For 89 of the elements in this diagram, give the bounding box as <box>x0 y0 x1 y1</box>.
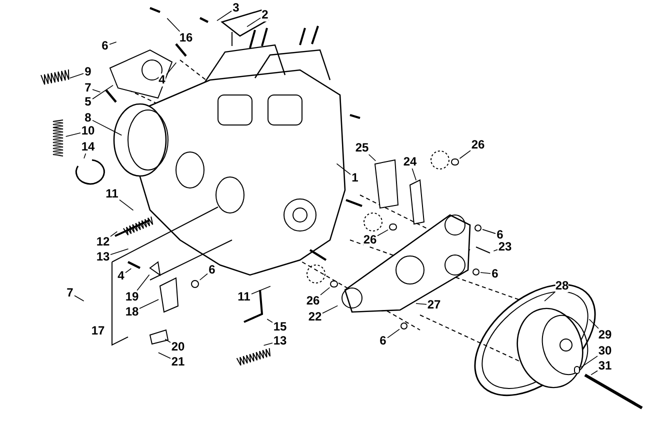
leader-line <box>377 229 388 236</box>
callout-number: 26 <box>363 234 377 246</box>
leader-line <box>164 338 171 343</box>
leader-line <box>580 356 598 368</box>
leader-line <box>480 272 491 274</box>
callout-number: 4 <box>158 74 166 86</box>
callout-number: 20 <box>171 340 185 354</box>
washer <box>574 366 580 374</box>
callout-number: 26 <box>306 294 320 308</box>
callout-number: 14 <box>81 140 95 154</box>
leader-line <box>139 299 159 309</box>
callout-number: 17 <box>91 324 105 338</box>
leader-line <box>136 274 150 291</box>
callout-number: 8 <box>84 112 92 124</box>
callout-number: 27 <box>427 298 441 312</box>
washer <box>389 224 397 230</box>
callout-number: 6 <box>380 334 386 348</box>
callout-number: 3 <box>232 2 240 14</box>
callout-number: 6 <box>102 40 108 52</box>
washer <box>330 280 338 288</box>
leader-line <box>320 287 330 296</box>
leader-line <box>251 286 271 294</box>
callout-number: 9 <box>84 66 92 78</box>
callout-number: 21 <box>171 356 185 368</box>
callout-number: 28 <box>555 280 569 292</box>
washer <box>400 322 408 330</box>
callout-number: 23 <box>498 240 512 254</box>
leader-line <box>110 231 118 237</box>
callout-number: 16 <box>179 32 193 44</box>
leader-line <box>74 295 84 302</box>
leader-line <box>92 89 101 92</box>
callout-number: 29 <box>598 328 612 342</box>
callout-number: 6 <box>496 228 504 242</box>
leader-line <box>368 154 376 162</box>
leader-line <box>92 120 122 136</box>
callout-number: 22 <box>308 310 322 324</box>
washer <box>472 268 480 276</box>
leader-line <box>459 150 471 159</box>
leader-line <box>482 229 496 234</box>
leader-line <box>266 318 273 323</box>
washer <box>474 224 482 232</box>
leader-line <box>416 303 427 305</box>
callout-number: 7 <box>84 82 92 94</box>
callout-number: 18 <box>125 306 139 318</box>
callout-number: 25 <box>355 142 369 154</box>
callout-number: 13 <box>273 334 287 348</box>
leader-line <box>109 42 117 45</box>
callout-number: 31 <box>598 360 612 372</box>
leader-line <box>84 153 86 159</box>
leader-line <box>336 163 351 175</box>
callout-number: 24 <box>403 156 417 168</box>
leader-line <box>322 305 338 314</box>
callout-number: 6 <box>492 268 498 280</box>
callout-number: 7 <box>66 286 74 300</box>
leader-line <box>263 342 273 346</box>
leader-line <box>590 370 598 376</box>
leader-line <box>110 248 129 255</box>
callout-number: 26 <box>471 138 485 152</box>
callout-number: 15 <box>273 320 287 334</box>
callout-number: 11 <box>238 290 250 304</box>
callout-number: 30 <box>598 344 612 358</box>
callout-number: 19 <box>125 290 139 304</box>
leader-line <box>166 18 180 32</box>
leader-line <box>387 328 400 338</box>
leader-line <box>158 352 171 359</box>
callout-number: 1 <box>352 172 358 184</box>
callout-number: 13 <box>96 250 110 264</box>
callout-number: 2 <box>262 8 268 22</box>
leader-line <box>125 268 132 274</box>
leader-line <box>493 249 498 252</box>
callout-number: 12 <box>96 236 110 248</box>
leader-line <box>199 273 208 280</box>
washer <box>191 280 199 288</box>
callout-number: 4 <box>118 270 124 282</box>
leader-line <box>166 62 177 75</box>
leader-line <box>216 10 232 22</box>
leader-line <box>544 292 555 302</box>
washer <box>451 158 459 166</box>
callout-number: 11 <box>106 188 118 200</box>
leader-line <box>69 73 84 78</box>
leader-line <box>246 18 261 28</box>
callout-number: 5 <box>84 96 92 108</box>
leader-line <box>92 84 114 100</box>
leader-line <box>588 318 599 329</box>
callout-number: 10 <box>81 124 95 138</box>
callout-number: 6 <box>208 264 216 276</box>
leader-line <box>412 168 416 181</box>
leader-line <box>65 132 81 137</box>
leader-line <box>119 199 134 211</box>
